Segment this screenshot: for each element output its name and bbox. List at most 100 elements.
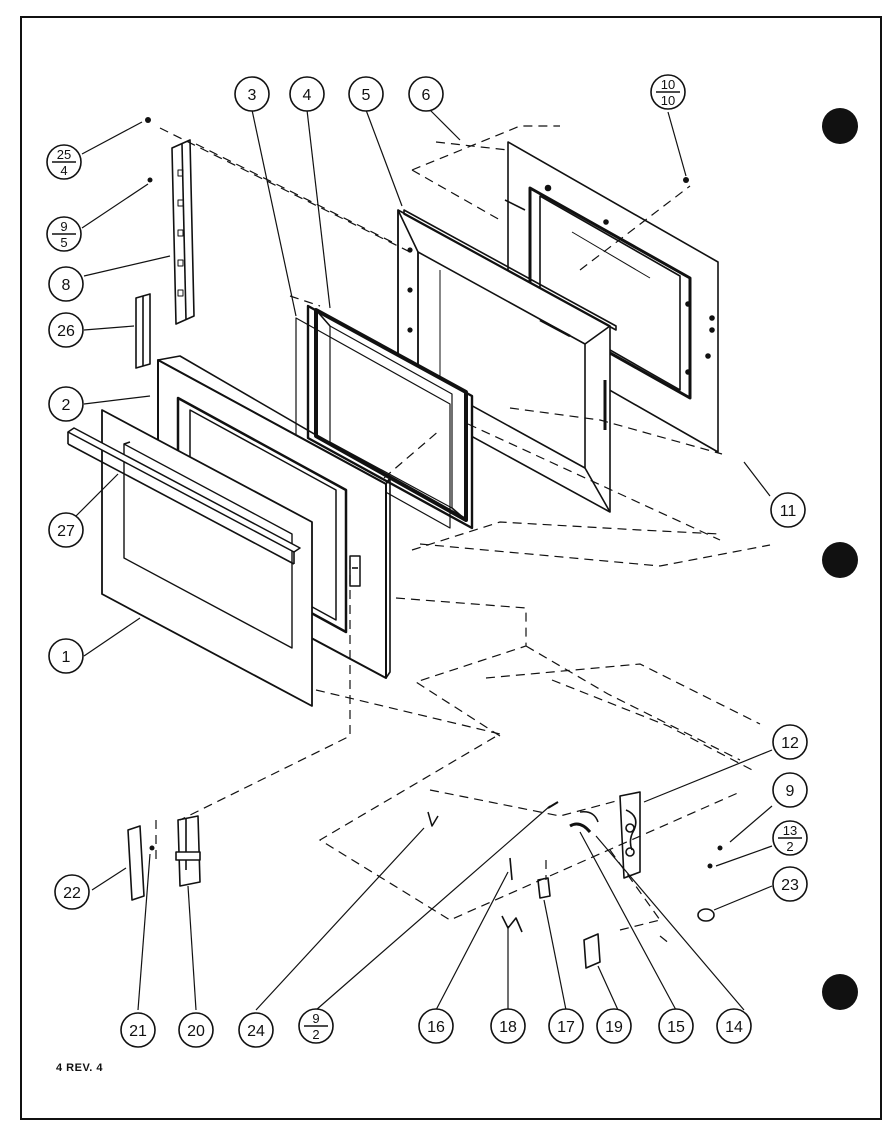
callout-c6: 6 — [408, 76, 444, 112]
screw-13-2 — [707, 863, 713, 869]
callout-number: 21 — [129, 1023, 147, 1040]
callout-fraction-bottom: 2 — [786, 839, 793, 854]
callout-fraction-bottom: 4 — [60, 163, 67, 178]
callout-circle — [716, 1008, 752, 1044]
callout-fraction-bottom: 10 — [661, 93, 675, 108]
binder-hole-middle — [822, 542, 858, 578]
callout-c14: 14 — [716, 1008, 752, 1044]
callout-number: 8 — [62, 277, 71, 294]
callout-c27: 27 — [48, 512, 84, 548]
sheet-border — [20, 16, 882, 1120]
callout-circle — [48, 638, 84, 674]
clip-24 — [427, 811, 439, 827]
callout-c23: 23 — [772, 866, 808, 902]
callout-number: 16 — [427, 1019, 445, 1036]
callout-number: 1 — [62, 649, 71, 666]
callout-circle — [48, 266, 84, 302]
callout-number: 14 — [725, 1019, 743, 1036]
binder-hole-top — [822, 108, 858, 144]
callout-fraction-bottom: 5 — [60, 235, 67, 250]
callout-c4: 4 — [289, 76, 325, 112]
callout-c11: 11 — [770, 492, 806, 528]
callout-number: 2 — [62, 397, 71, 414]
callout-number: 4 — [303, 87, 312, 104]
callout-c5: 5 — [348, 76, 384, 112]
callout-number: 17 — [557, 1019, 575, 1036]
callout-number: 3 — [248, 87, 257, 104]
callout-f13-2: 132 — [772, 820, 808, 856]
callout-c20: 20 — [178, 1012, 214, 1048]
callout-number: 19 — [605, 1019, 623, 1036]
callout-number: 12 — [781, 735, 799, 752]
callout-fraction-top: 25 — [57, 147, 71, 162]
part-door-gasket — [306, 304, 474, 530]
callout-number: 6 — [422, 87, 431, 104]
callout-circle — [490, 1008, 526, 1044]
part-back-panel — [504, 141, 719, 453]
callout-circle — [120, 1012, 156, 1048]
callout-number: 15 — [667, 1019, 685, 1036]
callout-circle — [48, 312, 84, 348]
callout-f25-4: 254 — [46, 144, 82, 180]
callout-circle — [48, 386, 84, 422]
screw-25-4 — [145, 117, 151, 123]
callout-c21: 21 — [120, 1012, 156, 1048]
callout-circle — [658, 1008, 694, 1044]
screw-9 — [717, 845, 723, 851]
leader-lines — [71, 109, 773, 1011]
part-front-panel — [101, 409, 313, 707]
callout-c16: 16 — [418, 1008, 454, 1044]
callout-circle — [289, 76, 325, 112]
callout-number: 24 — [247, 1023, 265, 1040]
callout-number: 26 — [57, 323, 75, 340]
callout-circle — [54, 874, 90, 910]
callout-number: 23 — [781, 877, 799, 894]
part-door-glass — [295, 317, 451, 529]
callout-circle — [348, 76, 384, 112]
callout-c2: 2 — [48, 386, 84, 422]
callout-circle — [48, 512, 84, 548]
callout-circle — [548, 1008, 584, 1044]
part-handle-strip — [67, 427, 301, 565]
callout-circle — [238, 1012, 274, 1048]
screw-10-10 — [683, 177, 689, 183]
part-hinge-channel — [171, 139, 195, 325]
assembly-guide-lines — [155, 125, 771, 945]
callout-c12: 12 — [772, 724, 808, 760]
callout-c24: 24 — [238, 1012, 274, 1048]
callout-circle — [408, 76, 444, 112]
callout-circle — [772, 866, 808, 902]
callout-c15: 15 — [658, 1008, 694, 1044]
callout-fraction-top: 9 — [60, 219, 67, 234]
callout-c1: 1 — [48, 638, 84, 674]
callout-number: 5 — [362, 87, 371, 104]
callout-number: 11 — [780, 503, 797, 520]
callout-fraction-top: 9 — [312, 1011, 319, 1026]
part-latch-assembly — [501, 791, 715, 969]
callout-c3: 3 — [234, 76, 270, 112]
callout-fraction-bottom: 2 — [312, 1027, 319, 1042]
callout-number: 20 — [187, 1023, 205, 1040]
callout-c22: 22 — [54, 874, 90, 910]
callout-circle — [596, 1008, 632, 1044]
callout-circle — [418, 1008, 454, 1044]
callout-circle — [770, 492, 806, 528]
callout-number: 9 — [786, 783, 795, 800]
callout-f9-2: 92 — [298, 1008, 334, 1044]
callout-c8: 8 — [48, 266, 84, 302]
callout-c9: 9 — [772, 772, 808, 808]
callout-f9-5: 95 — [46, 216, 82, 252]
part-small-bracket — [135, 293, 151, 369]
callout-circle — [772, 724, 808, 760]
callout-c19: 19 — [596, 1008, 632, 1044]
callout-c17: 17 — [548, 1008, 584, 1044]
part-handle-mount — [127, 815, 201, 901]
callout-fraction-top: 10 — [661, 77, 675, 92]
callout-number: 27 — [57, 523, 75, 540]
screw-9-5 — [147, 177, 153, 183]
callout-number: 22 — [63, 885, 81, 902]
